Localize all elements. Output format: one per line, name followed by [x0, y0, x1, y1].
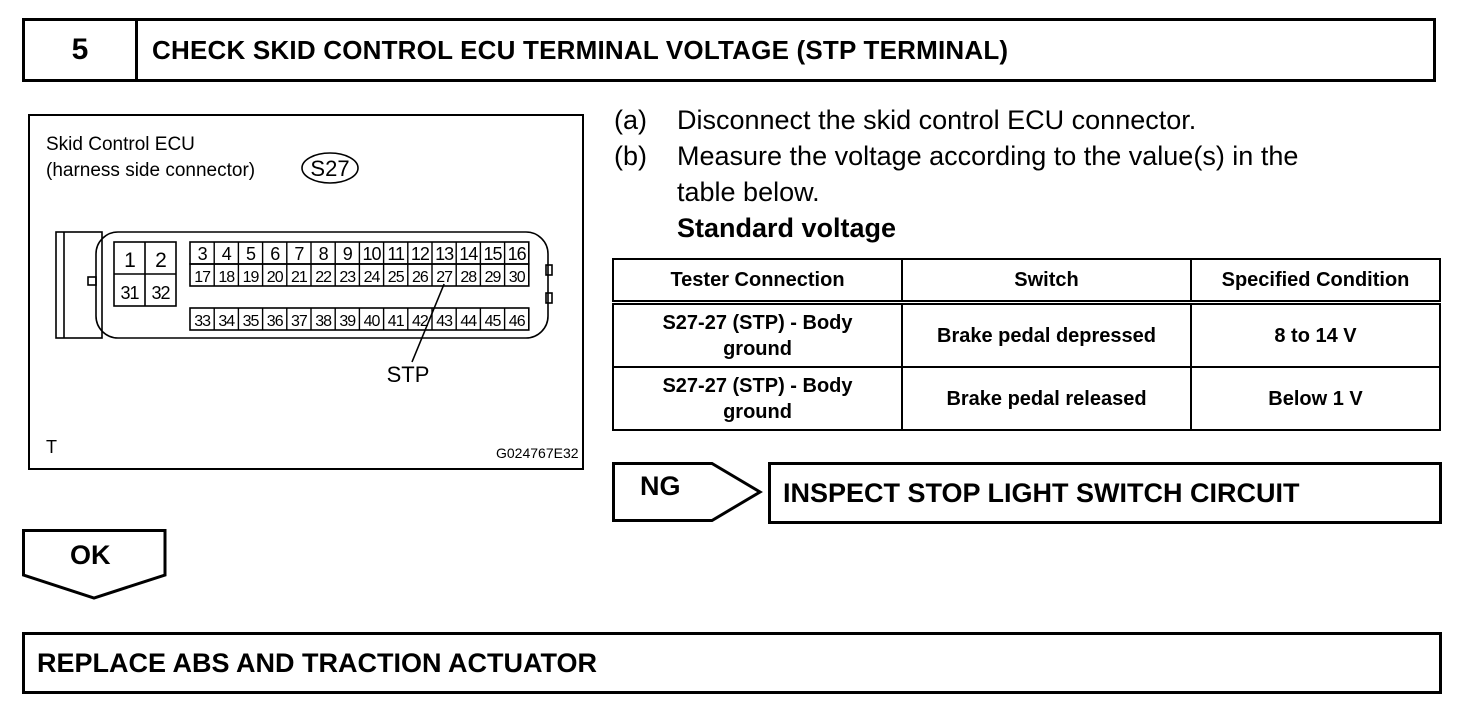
pin-label: 11	[387, 244, 405, 264]
figure-code: G024767E32	[496, 445, 579, 461]
pin-label: 27	[436, 269, 453, 286]
cell-switch: Brake pedal released	[901, 366, 1192, 431]
cell-connection: S27-27 (STP) - Body ground	[612, 301, 903, 369]
table-header-row: Tester Connection Switch Specified Condi…	[612, 258, 1441, 305]
ng-arrow-icon	[612, 462, 763, 522]
standard-voltage-text: Standard voltage	[677, 213, 897, 243]
instruction-b-text-1: Measure the voltage according to the val…	[677, 141, 1299, 171]
ok-label: OK	[70, 540, 111, 570]
pin-label: 39	[339, 313, 356, 330]
pin-label: 7	[294, 244, 304, 264]
pin-label: 43	[436, 313, 453, 330]
corner-mark: T	[46, 437, 57, 457]
pin-label: 31	[120, 283, 139, 303]
pin-label: 28	[460, 269, 477, 286]
pin-label: 32	[151, 283, 170, 303]
pin-label: 18	[218, 269, 235, 286]
stp-leader-line	[411, 283, 445, 363]
pin-label: 24	[364, 269, 381, 286]
ok-arrow-icon	[22, 529, 167, 600]
pin-label: 8	[319, 244, 329, 264]
instruction-a-tag: (a)	[614, 105, 647, 135]
pin-label: 5	[246, 244, 256, 264]
connector-id: S27	[310, 156, 349, 181]
pin-label: 46	[509, 313, 526, 330]
cell-condition: 8 to 14 V	[1190, 301, 1441, 369]
pin-label: 3	[198, 244, 208, 264]
pin-label: 36	[267, 313, 284, 330]
pin-label: 38	[315, 313, 332, 330]
pin-label: 14	[459, 244, 478, 264]
pin-label: 34	[218, 313, 235, 330]
cell-connection-line2: ground	[723, 337, 792, 360]
pin-label: 29	[485, 269, 502, 286]
pin-label: 10	[362, 244, 381, 264]
cell-connection: S27-27 (STP) - Body ground	[612, 366, 903, 431]
cell-connection-line1: S27-27 (STP) - Body	[662, 311, 853, 334]
cell-switch: Brake pedal depressed	[901, 301, 1192, 369]
pin-label: 22	[315, 269, 332, 286]
pin-label: 44	[460, 313, 477, 330]
pin-label: 33	[194, 313, 211, 330]
pin-label: 26	[412, 269, 429, 286]
pin-label: 21	[291, 269, 308, 286]
cell-connection-line2: ground	[723, 400, 792, 423]
spec-table: Tester Connection Switch Specified Condi…	[612, 258, 1441, 431]
header-tester-connection: Tester Connection	[612, 258, 903, 305]
instruction-b-tag: (b)	[614, 141, 647, 171]
instruction-b-text-2: table below.	[677, 177, 820, 207]
cell-condition: Below 1 V	[1190, 366, 1441, 431]
header-switch: Switch	[901, 258, 1192, 305]
pin-label: 35	[243, 313, 260, 330]
housing-latch-notch	[87, 276, 97, 286]
pin-label: 13	[435, 244, 454, 264]
step-header: 5 CHECK SKID CONTROL ECU TERMINAL VOLTAG…	[22, 18, 1436, 82]
step-title: CHECK SKID CONTROL ECU TERMINAL VOLTAGE …	[152, 34, 1009, 65]
pin-label: 16	[508, 244, 527, 264]
ng-label: NG	[640, 471, 681, 501]
pin-label: 45	[485, 313, 502, 330]
pin-label: 1	[124, 249, 135, 272]
pin-label: 23	[339, 269, 356, 286]
ng-action-box: INSPECT STOP LIGHT SWITCH CIRCUIT	[768, 462, 1442, 524]
pin-label: 40	[364, 313, 381, 330]
pin-label: 19	[243, 269, 260, 286]
housing-latch	[55, 231, 103, 339]
connector-id-oval	[301, 152, 359, 184]
pin-label: 15	[483, 244, 502, 264]
pin-label: 42	[412, 313, 429, 330]
pin-label: 2	[155, 249, 166, 272]
pin-label: 9	[343, 244, 353, 264]
step-number: 5	[25, 21, 138, 79]
pin-label: 4	[222, 244, 232, 264]
table-row: S27-27 (STP) - Body ground Brake pedal r…	[612, 366, 1441, 431]
pin-label: 25	[388, 269, 405, 286]
final-action-box: REPLACE ABS AND TRACTION ACTUATOR	[22, 632, 1442, 694]
housing-tab-lower	[545, 292, 553, 304]
pin-label: 17	[194, 269, 211, 286]
pin-label: 12	[411, 244, 430, 264]
diagram-label-harness: (harness side connector)	[46, 160, 256, 181]
pin-label: 41	[388, 313, 405, 330]
connector-housing	[95, 231, 549, 339]
pin-label: 6	[270, 244, 280, 264]
stp-callout: STP	[387, 362, 430, 387]
pin-label: 30	[509, 269, 526, 286]
header-specified-condition: Specified Condition	[1190, 258, 1441, 305]
pin-label: 37	[291, 313, 308, 330]
instruction-a-text: Disconnect the skid control ECU connecto…	[677, 105, 1197, 135]
diagram-label-ecu: Skid Control ECU	[46, 134, 195, 155]
cell-connection-line1: S27-27 (STP) - Body	[662, 374, 853, 397]
housing-tab-upper	[545, 264, 553, 276]
table-row: S27-27 (STP) - Body ground Brake pedal d…	[612, 301, 1441, 369]
pin-label: 20	[267, 269, 284, 286]
